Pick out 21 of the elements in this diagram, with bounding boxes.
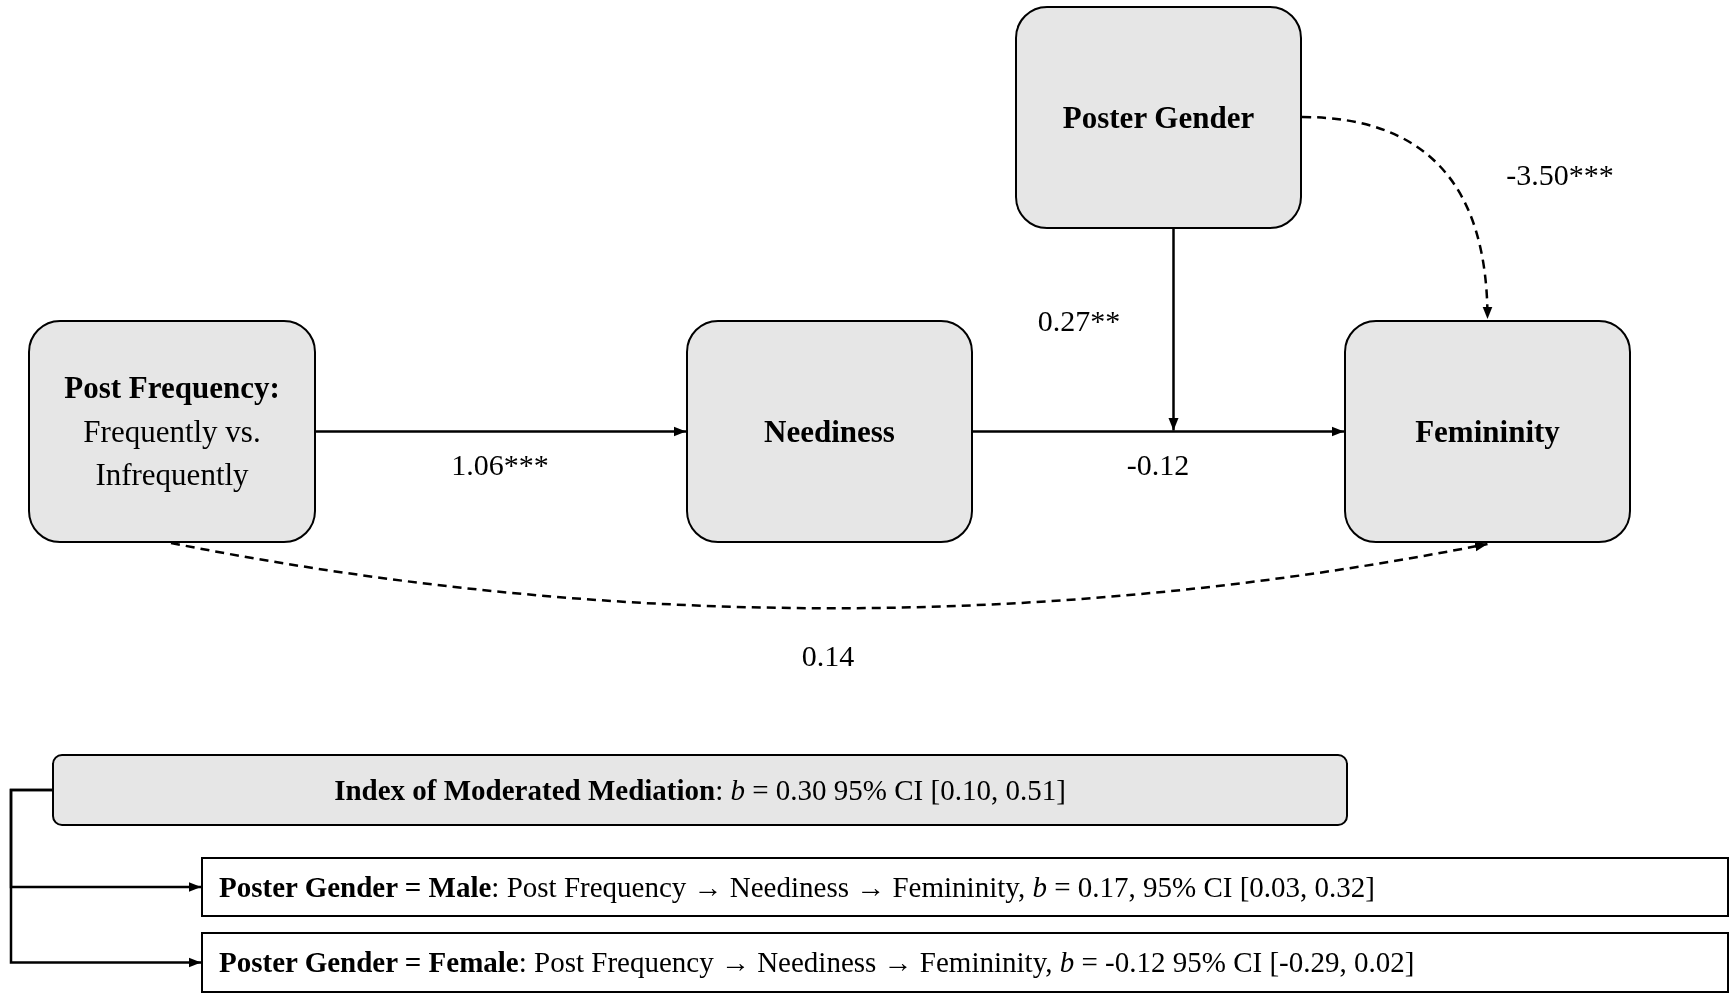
arrow bbox=[9, 788, 201, 968]
arrow bbox=[1301, 115, 1492, 320]
variable-box bbox=[1015, 6, 1302, 229]
box-text: Poster Gender = Male: Post Frequency → Neediness → Femininity, b = 0.17, 95% CI [0.03, 0.32] bbox=[219, 869, 1375, 905]
variable-box bbox=[28, 320, 316, 543]
box-text: Poster Gender = Female: Post Frequency → Neediness → Femininity, b = -0.12 95% CI [-0.29, 0.02] bbox=[219, 945, 1415, 981]
box-text: Poster Gender bbox=[1062, 98, 1255, 137]
arrow bbox=[1168, 229, 1179, 431]
box-text: Frequently vs. Infrequently bbox=[82, 412, 262, 495]
arrow bbox=[170, 541, 1488, 610]
variable-box bbox=[1344, 320, 1631, 543]
arrow bbox=[316, 426, 686, 437]
box-text: Neediness bbox=[764, 412, 895, 451]
conditional-effect-box bbox=[201, 932, 1729, 993]
box-text: Femininity bbox=[1415, 412, 1560, 451]
variable-box bbox=[686, 320, 973, 543]
conditional-effect-box bbox=[201, 857, 1729, 917]
box-heading: Post Frequency: bbox=[64, 369, 280, 408]
index-box bbox=[52, 754, 1348, 826]
box-text: Index of Moderated Mediation: b = 0.30 95% CI [0.10, 0.51] bbox=[334, 772, 1066, 808]
arrow bbox=[973, 426, 1344, 437]
